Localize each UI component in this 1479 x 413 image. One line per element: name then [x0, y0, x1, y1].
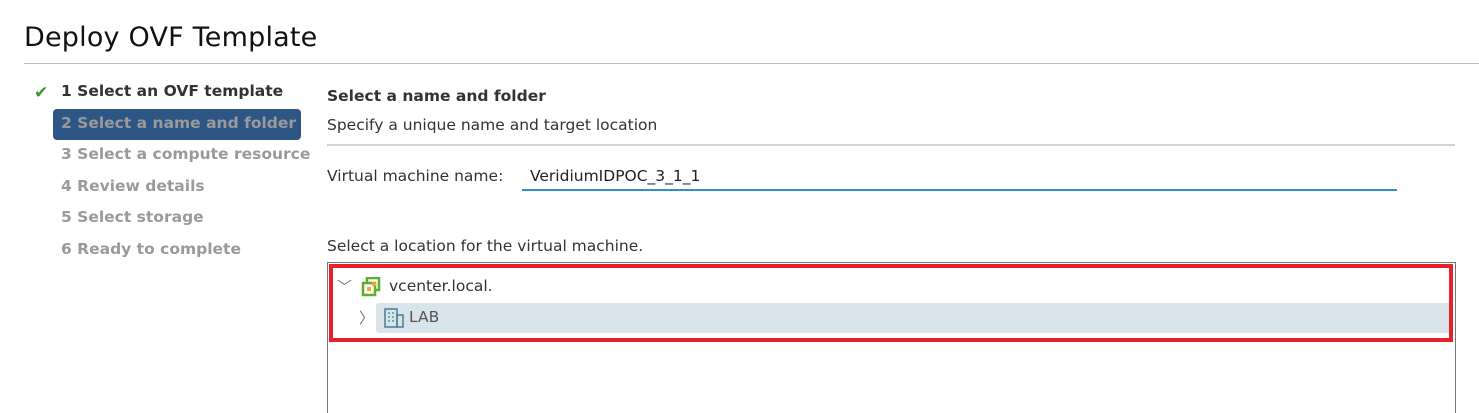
vcenter-icon: [361, 277, 381, 297]
vm-name-label: Virtual machine name:: [327, 167, 504, 185]
step-review-details: 4 Review details: [61, 177, 205, 195]
section-heading: Select a name and folder: [327, 87, 546, 105]
step-select-compute-resource: 3 Select a compute resource: [61, 145, 311, 163]
location-label: Select a location for the virtual machin…: [327, 237, 644, 255]
tree-label-lab[interactable]: LAB: [409, 308, 440, 326]
step-select-storage: 5 Select storage: [61, 208, 204, 226]
step-select-name-folder[interactable]: 2 Select a name and folder: [61, 114, 297, 132]
step-ready-to-complete: 6 Ready to complete: [61, 240, 241, 258]
annotation-highlight-box: [329, 264, 1453, 342]
chevron-right-icon[interactable]: 〉: [359, 309, 375, 327]
active-step-highlight: [53, 109, 301, 140]
tree-row-lab[interactable]: [376, 303, 1451, 333]
tree-label-vcenter[interactable]: vcenter.local.: [389, 277, 493, 295]
section-divider: [327, 144, 1455, 146]
chevron-down-icon[interactable]: ﹀: [337, 278, 353, 296]
datacenter-icon: [384, 308, 404, 328]
check-icon: ✔: [34, 83, 49, 103]
section-subheading: Specify a unique name and target locatio…: [327, 116, 658, 134]
vm-name-input[interactable]: [522, 163, 1397, 191]
title-divider: [24, 63, 1479, 64]
location-tree: [327, 262, 1456, 413]
step-select-ovf-template[interactable]: 1 Select an OVF template: [61, 82, 284, 100]
dialog-title: Deploy OVF Template: [24, 22, 318, 53]
